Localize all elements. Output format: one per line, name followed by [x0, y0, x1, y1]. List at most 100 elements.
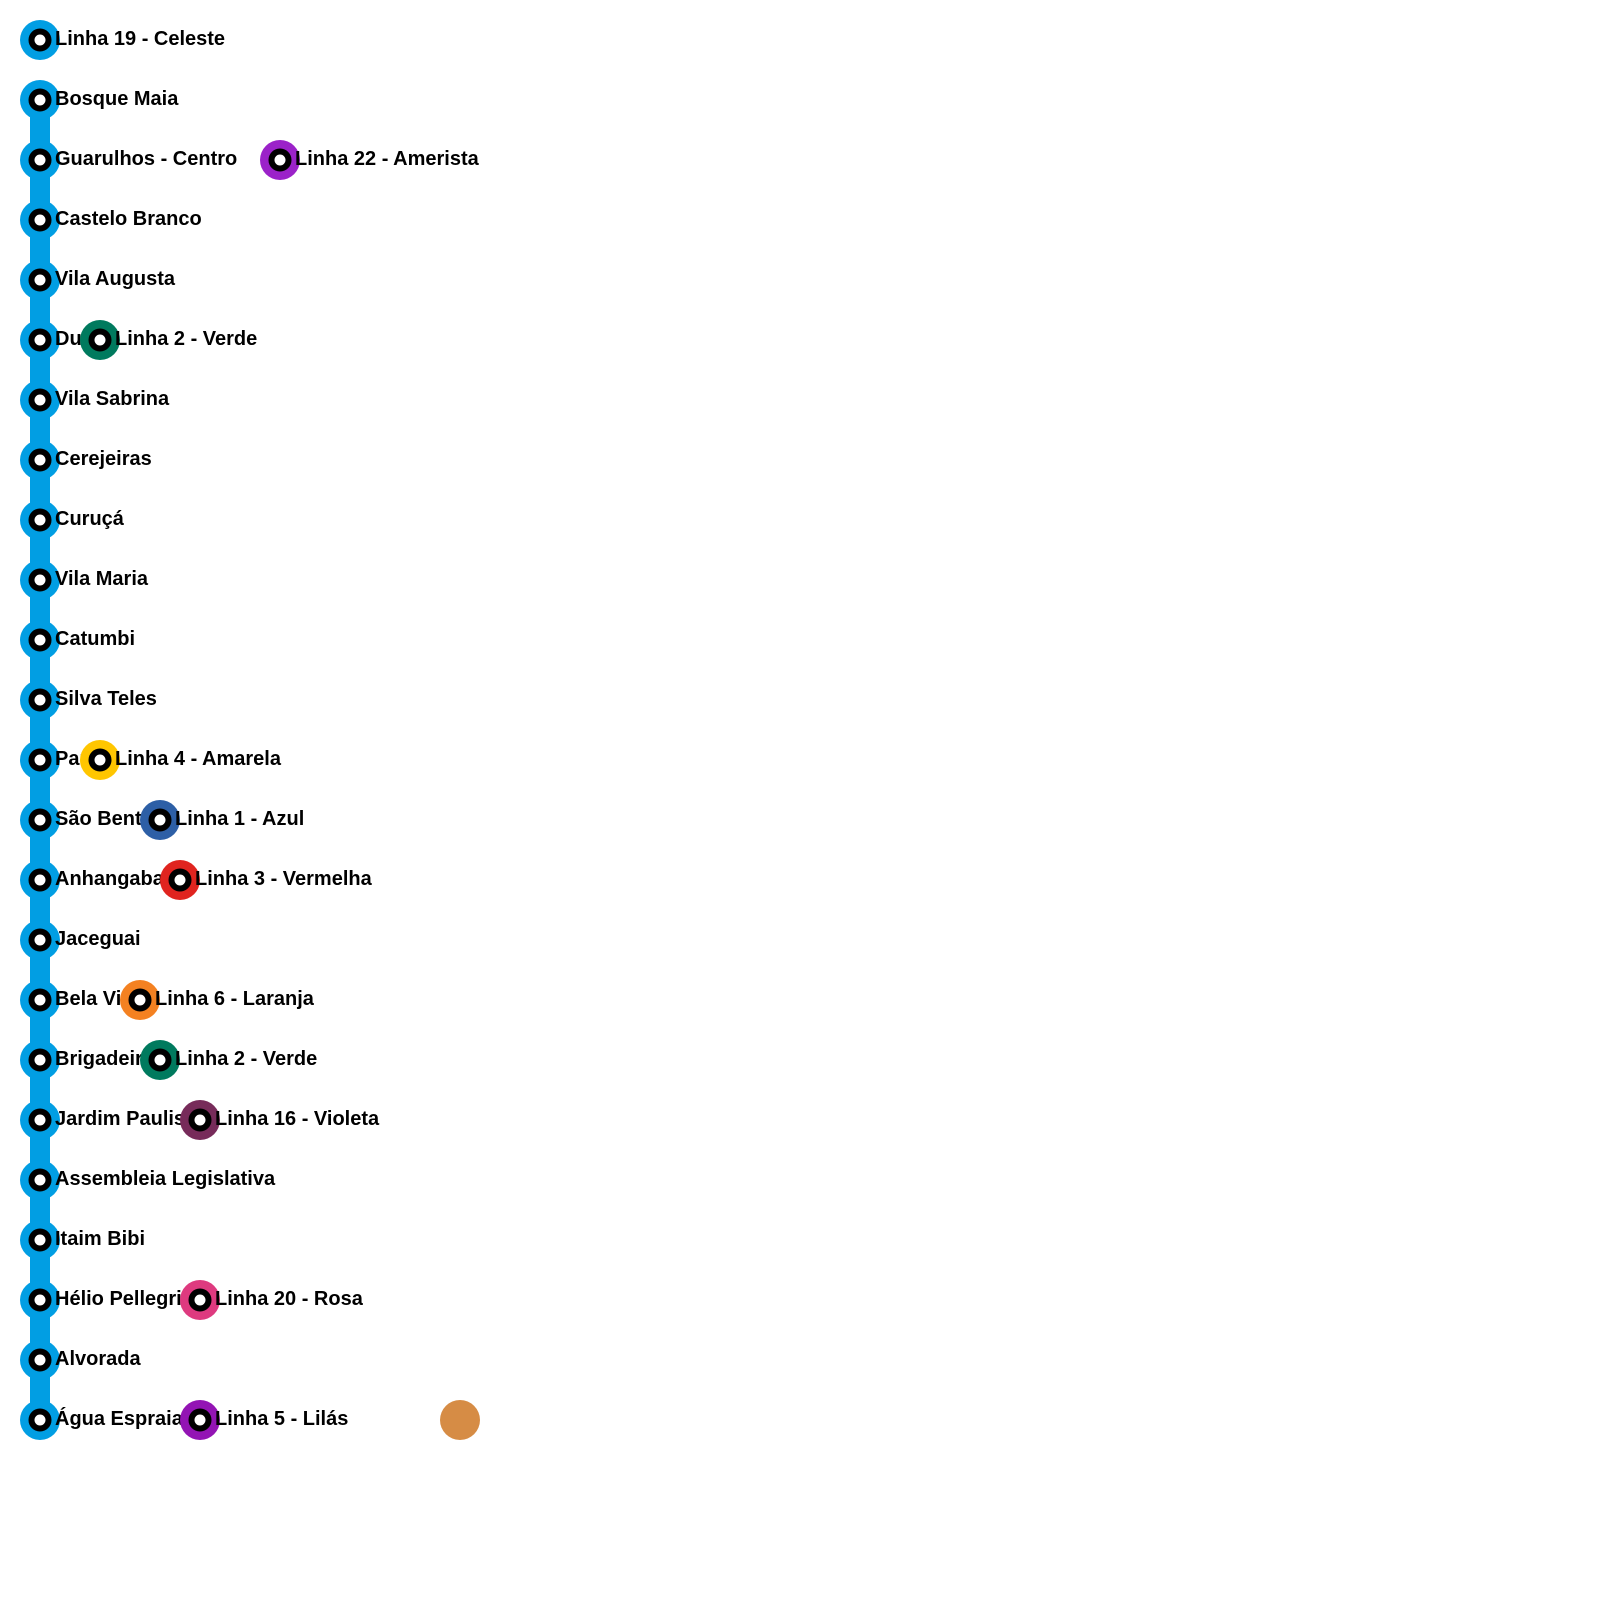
transfer-line[interactable]: Linha 4 - Amarela: [80, 740, 282, 780]
station-ring-icon: [28, 268, 52, 292]
station[interactable]: Jardim Paulista Linha 16 - Violeta: [20, 1100, 380, 1140]
transfer-line[interactable]: Linha 22 - Amerista: [260, 140, 480, 180]
station-ring-icon: [28, 1108, 52, 1132]
transfer-ring-icon: [188, 1288, 212, 1312]
station-label: Assembleia Legislativa: [55, 1168, 276, 1190]
transfer-label: Linha 2 - Verde: [115, 328, 257, 350]
station-ring-icon: [28, 928, 52, 952]
station-label: Anhangabaú: [55, 868, 176, 890]
transfer-label: Linha 3 - Vermelha: [195, 868, 373, 890]
station-ring-icon: [28, 868, 52, 892]
station[interactable]: Vila Sabrina: [20, 380, 170, 420]
station-ring-icon: [28, 1168, 52, 1192]
line-title-node: Linha 19 - Celeste: [20, 20, 225, 60]
station-label: Jaceguai: [55, 928, 141, 950]
station[interactable]: Vila Maria: [20, 560, 149, 600]
station[interactable]: Guarulhos - Centro Linha 22 - Amerista: [20, 140, 480, 180]
station[interactable]: Anhangabaú Linha 3 - Vermelha: [20, 860, 373, 900]
station-ring-icon: [28, 808, 52, 832]
transfer-ring-icon: [128, 988, 152, 1012]
transfer-label: Linha 2 - Verde: [175, 1048, 317, 1070]
station-label: Hélio Pellegrino: [55, 1288, 206, 1310]
station[interactable]: São Bento Linha 1 - Azul: [20, 800, 304, 840]
transfer-ring-icon: [168, 868, 192, 892]
station[interactable]: Vila Augusta: [20, 260, 176, 300]
station-ring-icon: [28, 208, 52, 232]
station[interactable]: Cerejeiras: [20, 440, 152, 480]
station-label: Brigadeiro: [55, 1048, 155, 1070]
station-ring-icon: [28, 1348, 52, 1372]
station[interactable]: Curuçá: [20, 500, 125, 540]
station[interactable]: Silva Teles: [20, 680, 157, 720]
station-ring-icon: [28, 628, 52, 652]
station[interactable]: Itaim Bibi: [20, 1220, 145, 1260]
transfer-line[interactable]: Linha 16 - Violeta: [180, 1100, 380, 1140]
station[interactable]: Castelo Branco: [20, 200, 202, 240]
line-title-ring: [28, 28, 52, 52]
station-label: Catumbi: [55, 628, 135, 650]
station[interactable]: Catumbi: [20, 620, 135, 660]
station-label: Silva Teles: [55, 688, 157, 710]
transfer-ring-icon: [148, 1048, 172, 1072]
station-ring-icon: [28, 748, 52, 772]
station-ring-icon: [28, 1408, 52, 1432]
station-ring-icon: [28, 328, 52, 352]
terminal-marker-dot: [440, 1400, 480, 1440]
transfer-ring-icon: [188, 1408, 212, 1432]
transfer-line[interactable]: Linha 2 - Verde: [80, 320, 257, 360]
station-ring-icon: [28, 568, 52, 592]
transfer-line[interactable]: Linha 6 - Laranja: [120, 980, 315, 1020]
transfer-ring-icon: [88, 748, 112, 772]
station[interactable]: Bosque Maia: [20, 80, 179, 120]
station-ring-icon: [28, 148, 52, 172]
station[interactable]: Assembleia Legislativa: [20, 1160, 276, 1200]
station-ring-icon: [28, 688, 52, 712]
station-label: Guarulhos - Centro: [55, 148, 237, 170]
transfer-label: Linha 1 - Azul: [175, 808, 304, 830]
station[interactable]: Água Espraiada Linha 5 - Lilás: [20, 1400, 480, 1440]
transfer-label: Linha 22 - Amerista: [295, 148, 480, 170]
station-label: Castelo Branco: [55, 208, 202, 230]
station-label: Bosque Maia: [55, 88, 179, 110]
station-label: Vila Maria: [55, 568, 149, 590]
station-label: Água Espraiada: [55, 1407, 207, 1430]
station-label: Vila Augusta: [55, 268, 176, 290]
station-ring-icon: [28, 508, 52, 532]
station[interactable]: DutraLinha 2 - Verde: [20, 320, 257, 360]
station-label: Curuçá: [55, 508, 125, 530]
transfer-ring-icon: [88, 328, 112, 352]
station-label: Cerejeiras: [55, 448, 152, 470]
transfer-line[interactable]: Linha 5 - Lilás: [180, 1400, 348, 1440]
station-ring-icon: [28, 988, 52, 1012]
station-ring-icon: [28, 1048, 52, 1072]
transfer-ring-icon: [148, 808, 172, 832]
transfer-line[interactable]: Linha 20 - Rosa: [180, 1280, 364, 1320]
transfer-ring-icon: [188, 1108, 212, 1132]
transfer-label: Linha 5 - Lilás: [215, 1408, 348, 1430]
station-ring-icon: [28, 1228, 52, 1252]
transfer-line[interactable]: Linha 1 - Azul: [140, 800, 304, 840]
station[interactable]: Alvorada: [20, 1340, 141, 1380]
station-label: Itaim Bibi: [55, 1228, 145, 1250]
transfer-label: Linha 6 - Laranja: [155, 988, 315, 1010]
transfer-ring-icon: [268, 148, 292, 172]
station-label: Alvorada: [55, 1348, 141, 1370]
station-label: Vila Sabrina: [55, 388, 170, 410]
transfer-label: Linha 4 - Amarela: [115, 748, 282, 770]
transfer-line[interactable]: Linha 2 - Verde: [140, 1040, 317, 1080]
station-ring-icon: [28, 448, 52, 472]
station[interactable]: Jaceguai: [20, 920, 141, 960]
station-label: Jardim Paulista: [55, 1108, 204, 1130]
station-ring-icon: [28, 388, 52, 412]
transfer-label: Linha 16 - Violeta: [215, 1108, 380, 1130]
transfer-line[interactable]: Linha 3 - Vermelha: [160, 860, 373, 900]
station[interactable]: Brigadeiro Linha 2 - Verde: [20, 1040, 317, 1080]
station-ring-icon: [28, 1288, 52, 1312]
station-label: São Bento: [55, 808, 154, 830]
line-title: Linha 19 - Celeste: [55, 28, 225, 50]
